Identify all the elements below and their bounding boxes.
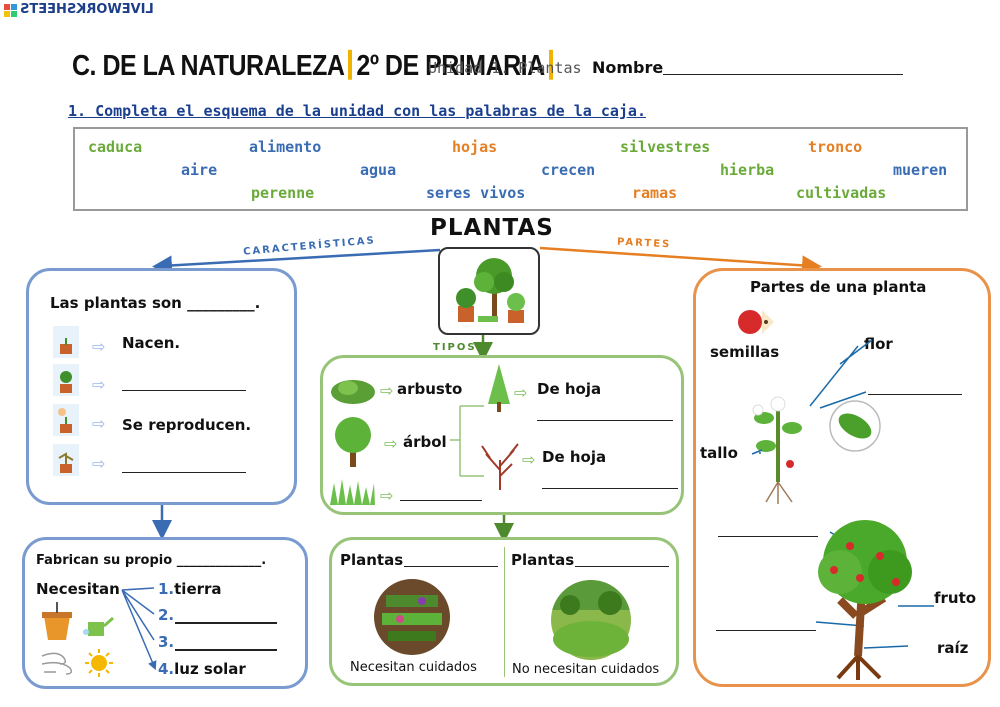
label-tipos: TIPOS [433,342,477,353]
word-caduca[interactable]: caduca [88,138,143,156]
characteristic-3: Se reproducen. [122,416,252,434]
need-4: 4.luz solar [158,660,246,678]
fruit-tree-icon [818,520,912,680]
kinds-right-title: Plantas [511,551,575,569]
arrow-icon: ⇨ [514,383,528,402]
need-2-blank[interactable] [175,622,277,624]
pot-wilted-icon [53,444,79,476]
kinds-left-caption: Necesitan cuidados [350,660,477,675]
arrow-icon: ⇨ [522,450,536,469]
name-input-line[interactable] [663,74,903,75]
plants-illustration-icon [456,258,525,323]
word-silvestres[interactable]: silvestres [620,138,711,156]
plants-image-frame [438,247,540,335]
kinds-left-blank[interactable] [404,566,498,567]
name-label: Nombre [592,58,664,77]
word-hojas[interactable]: hojas [452,138,498,156]
pot-seeding-icon [53,404,79,436]
word-perenne[interactable]: perenne [251,184,315,202]
sun-icon [85,649,113,677]
part-branches-blank[interactable] [718,536,818,537]
need-2: 2. [158,606,175,624]
leaf-a-blank[interactable] [537,420,673,421]
word-hierba[interactable]: hierba [720,161,775,179]
part-fruto: fruto [934,589,977,607]
leaf-icon [829,400,881,452]
characteristic-2-blank[interactable] [122,390,246,391]
arrow-icon: ⇨ [384,434,398,453]
word-tronco[interactable]: tronco [808,138,863,156]
word-cultivadas[interactable]: cultivadas [796,184,887,202]
kinds-right-caption: No necesitan cuidados [512,662,660,677]
arrow-icon: ⇨ [380,381,394,400]
parts-box [693,268,991,687]
kinds-left-title: Plantas [340,551,404,569]
word-agua[interactable]: agua [360,161,397,179]
bare-tree-icon [481,443,519,490]
part-semillas: semillas [710,343,780,361]
part-leaf-blank[interactable] [868,394,962,395]
type-leaf-a: De hoja [537,380,602,398]
word-aire[interactable]: aire [181,161,218,179]
word-alimento[interactable]: alimento [249,138,322,156]
needs-branch-arrows [121,587,160,672]
part-flor: flor [864,335,893,353]
liveworksheets-logo-icon [4,4,17,17]
pot-growing-icon [53,364,79,396]
arrow-icon: ⇨ [380,486,394,505]
flowerpot-icon [42,602,72,640]
instruction: 1. Completa el esquema de la unidad con … [68,102,646,120]
word-crecen[interactable]: crecen [541,161,596,179]
shrub-icon [331,380,375,404]
forest-icon [551,580,631,660]
characteristics-heading: Las plantas son _________. [50,294,261,312]
word-ramas[interactable]: ramas [632,184,678,202]
part-trunk-blank[interactable] [716,630,816,631]
arrow-icon: ⇨ [92,414,106,433]
plantas-title: PLANTAS [430,215,554,241]
need-3-blank[interactable] [175,649,277,651]
leaf-b-blank[interactable] [542,488,678,489]
word-bank: caduca alimento hojas silvestres tronco … [73,127,968,211]
word-mueren[interactable]: mueren [893,161,948,179]
arrow-icon: ⇨ [92,454,106,473]
needs-label: Necesitan [36,580,120,598]
wind-icon [41,652,73,675]
kinds-divider [504,547,505,677]
arrow-icon: ⇨ [92,337,106,356]
evergreen-tree-icon [488,364,510,412]
characteristic-1: Nacen. [122,334,181,352]
grass-icon [330,479,375,505]
part-raiz: raíz [937,639,969,657]
part-tallo: tallo [700,444,738,462]
garden-icon [374,579,450,655]
need-1: 1.tierra [158,580,222,598]
branch-connector [450,405,484,477]
word-seres-vivos[interactable]: seres vivos [426,184,526,202]
arrow-icon: ⇨ [92,375,106,394]
characteristic-4-blank[interactable] [122,472,246,473]
kinds-right-blank[interactable] [575,566,669,567]
type-leaf-b: De hoja [542,448,607,466]
pot-sprout-icon [53,326,79,358]
parts-heading: Partes de una planta [750,278,927,296]
type-tree: árbol [403,433,447,451]
tree-icon [335,417,371,467]
type-grass-blank[interactable] [400,500,482,501]
food-heading: Fabrican su propio _____________. [36,553,267,568]
apple-seeds-icon [738,310,774,334]
need-3: 3. [158,633,175,651]
type-shrub: arbusto [397,380,463,398]
watering-can-icon [83,616,114,636]
unit-label: Unidad 1. Plantas [428,59,582,77]
flowering-plant-icon [752,396,802,504]
